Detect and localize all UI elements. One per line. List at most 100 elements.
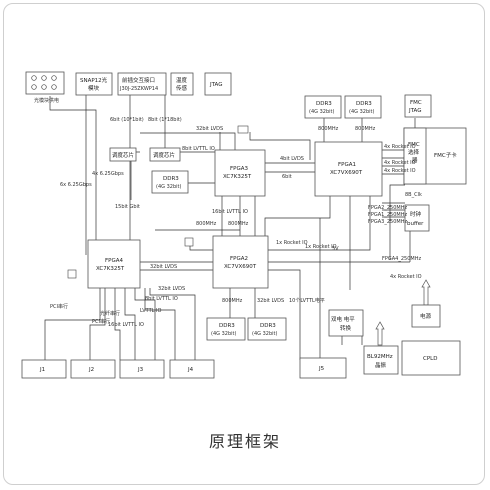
ddr3-fpga3: DDR3 (4G 32bit) — [151, 170, 189, 194]
fpga4-block: FPGA4 XC7K325T — [87, 239, 141, 289]
connector-j2: J2 — [70, 359, 116, 379]
power-block: 电源 — [411, 304, 441, 328]
cpld-label: CPLD — [423, 356, 437, 362]
snap12-line1: SNAP12光 — [80, 76, 108, 84]
power-label: 电源 — [420, 312, 432, 320]
signal-labels: 6x 6.25Gbps 4x 6.25Gbps 15bit Gbit 6bit … — [50, 117, 422, 328]
label-l07: 32bit LVDS — [196, 126, 223, 132]
label-l27: 1x Rocket IO — [276, 240, 308, 246]
label-l06: 8bit (1*18bit) — [148, 117, 182, 123]
tx-chip-block: 调度芯片 — [109, 147, 137, 162]
label-l31: PCI串行 — [50, 303, 68, 310]
fpga4-line2: XC7K325T — [96, 266, 125, 272]
fmc-card-block: FMC 选择 器 FMC子卡 — [403, 127, 467, 185]
jtag-block: JTAG — [204, 72, 232, 96]
label-l26: 8B_Clk — [405, 192, 422, 198]
ddr3-bot2-line1: DDR3 — [260, 323, 276, 329]
label-l32: PCI串行 — [92, 318, 110, 325]
label-l36: 8bit LVTTL IO — [145, 296, 178, 302]
fpga2-line1: FPGA2 — [230, 256, 248, 262]
label-l14: 800MHz — [196, 221, 217, 227]
fmc-sel-line1: FMC — [408, 142, 420, 148]
label-l20: 32bit LVDS — [257, 298, 284, 304]
clk-src-line1: BL92MHz — [367, 354, 393, 360]
fmc-sub-label: FMC子卡 — [434, 151, 457, 159]
label-l10: 4bit LVDS — [280, 156, 304, 162]
j4-label: J4 — [187, 367, 194, 373]
ddr3-top-1: DDR3 (4G 32bit) — [304, 95, 342, 119]
cpld-block: CPLD — [401, 340, 461, 376]
label-l23: FPGA1_250MHz — [368, 212, 407, 218]
j1-label: J1 — [39, 367, 45, 373]
small-connector-icon — [67, 125, 249, 279]
ddr3-top1-line2: (4G 32bit) — [309, 109, 334, 115]
label-l02: 6x 6.25Gbps — [60, 182, 92, 188]
label-l11: 6bit — [282, 174, 292, 180]
label-l25: FPGA4_250MHz — [382, 256, 421, 262]
diagram-caption: 原理框架 — [208, 432, 281, 451]
buffer-line2: buffer — [407, 221, 424, 227]
ddr3-top2-line1: DDR3 — [356, 101, 372, 107]
ddr3-fpga3-line1: DDR3 — [163, 176, 179, 182]
label-l48: 4x Rocket IO — [390, 274, 422, 280]
label-l13: 800MHz — [355, 126, 376, 132]
fmc-sel-line3: 器 — [412, 157, 418, 164]
fmc-jtag-line1: FMC — [410, 100, 422, 106]
fmc-jtag-block: FMC JTAG — [404, 94, 432, 118]
ddr3-top-2: DDR3 (4G 32bit) — [344, 95, 382, 119]
fpga3-block: FPGA3 XC7K325T — [214, 149, 266, 197]
label-l03: 4x 6.25Gbps — [92, 171, 124, 177]
j5-label: J5 — [318, 366, 325, 372]
snap12-block: SNAP12光 模块 — [75, 72, 113, 96]
label-l19: 4x Rocket IO — [384, 160, 416, 166]
pwr-switch-line1: 双电 电平 — [331, 315, 355, 323]
ddr3-bottom-1: DDR3 (4G 32bit) — [206, 317, 246, 341]
buffer-line1: 时钟 — [410, 210, 422, 218]
label-l21: 4x Rocket IO — [384, 168, 416, 174]
label-l08: 8bit LVTTL IO — [182, 146, 215, 152]
optical-if-line1: 前插交互接口 — [122, 76, 155, 84]
temp-sensor-block: 温度 传感 — [170, 72, 194, 96]
snap12-line2: 模块 — [88, 84, 100, 92]
fpga1-line1: FPGA1 — [338, 162, 356, 168]
rx-chip-label: 调度芯片 — [153, 151, 175, 159]
label-l18: 4x Rocket IO — [384, 144, 416, 150]
connector-j1: J1 — [21, 359, 67, 379]
wires — [44, 94, 416, 360]
label-l16: 800MHz — [222, 298, 243, 304]
jtag-label: JTAG — [209, 82, 222, 88]
optical-interface-block: 前插交互接口 J30J-25ZKWP14 — [117, 72, 167, 96]
label-l28: 1x Rocket IO — [305, 244, 337, 250]
label-l12: 800MHz — [318, 126, 339, 132]
label-l22: FPGA2_250MHz — [368, 205, 407, 211]
rx-chip-block: 调度芯片 — [149, 147, 181, 162]
optical-if-line2: J30J-25ZKWP14 — [119, 86, 158, 92]
label-l35: LVTTL IO — [140, 308, 162, 314]
ddr3-bot1-line2: (4G 32bit) — [211, 331, 236, 337]
fpga1-line2: XC7VX690T — [330, 170, 363, 176]
clock-source-block: BL92MHz 晶振 — [363, 345, 399, 375]
fpga1-block: FPGA1 XC7VX690T — [314, 141, 383, 197]
label-l29: 32bit LVDS — [150, 264, 177, 270]
fpga2-line2: XC7VX690T — [224, 264, 257, 270]
ddr3-bottom-2: DDR3 (4G 32bit) — [247, 317, 287, 341]
label-l41: 5V — [332, 246, 339, 252]
fmc-sel-line2: 选择 — [408, 148, 420, 156]
ddr3-top2-line2: (4G 32bit) — [349, 109, 374, 115]
ddr3-bot1-line1: DDR3 — [219, 323, 235, 329]
tx-chip-label: 调度芯片 — [112, 151, 134, 159]
label-l15: 800MHz — [228, 221, 249, 227]
label-l09: 16bit LVTTL IO — [212, 209, 248, 215]
clk-src-line2: 晶振 — [375, 361, 387, 369]
fiber-connector — [25, 71, 65, 95]
fpga4-line1: FPGA4 — [105, 258, 124, 264]
level-shift-block: 双电 电平 转换 — [328, 309, 364, 337]
temp-sensor-line2: 传感 — [176, 84, 188, 92]
temp-sensor-line1: 温度 — [176, 76, 188, 84]
label-l01: 光模块供电 — [34, 97, 59, 104]
clock-buffer-block: 时钟 buffer — [404, 204, 430, 232]
label-l30: 10个LVTTL电平 — [289, 297, 325, 304]
power-arrow-icon — [421, 279, 431, 306]
label-l05: 6bit (10*1bit) — [110, 117, 144, 123]
